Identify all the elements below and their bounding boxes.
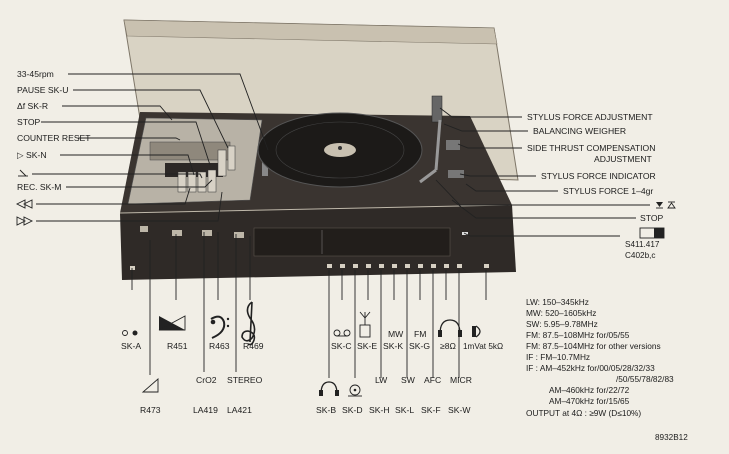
eject-lever-icon (18, 169, 28, 177)
label-skg: SK-G (409, 341, 430, 351)
arm-lift-icon (656, 201, 676, 209)
tone-arm-weight (431, 95, 443, 123)
spec-if-am-2: /50/55/78/82/83 (616, 374, 674, 384)
label-micr: MICR (450, 375, 472, 385)
cassette-icon (333, 329, 351, 337)
spec-output: OUTPUT at 4Ω : ≥9W (D≤10%) (526, 408, 641, 418)
label-r469: R469 (243, 341, 264, 351)
label-skc: SK-C (331, 341, 352, 351)
label-skl: SK-L (395, 405, 414, 415)
cassette-deck-plate (127, 117, 263, 205)
spec-fm1: FM: 87.5–108MHz for/05/55 (526, 330, 630, 340)
label-skh: SK-H (369, 405, 390, 415)
specifications-block: LW: 150–345kHz MW: 520–1605kHz SW: 5.95–… (526, 297, 674, 418)
label-skd: SK-D (342, 405, 363, 415)
label-la421: LA421 (227, 405, 252, 415)
callout-stylus-force-indicator: STYLUS FORCE INDICATOR (541, 171, 656, 181)
callout-s411: S411.417 (625, 240, 660, 249)
callout-record: REC. SK-M (17, 182, 61, 192)
volume-wedge-icon (141, 378, 159, 393)
label-r473: R473 (140, 405, 161, 415)
bass-clef-icon (210, 315, 230, 339)
callout-delta-f: Δf SK-R (17, 101, 48, 111)
callout-stop-right: STOP (640, 213, 664, 223)
cartridge-icon (639, 227, 665, 239)
callout-side-thrust: SIDE THRUST COMPENSATION (527, 143, 655, 153)
spec-am470: AM–470kHz for/15/65 (549, 396, 630, 406)
right-callouts: STYLUS FORCE ADJUSTMENT BALANCING WEIGHE… (435, 107, 676, 260)
label-ske: SK-E (357, 341, 377, 351)
headphones-icon (438, 319, 462, 337)
label-skb: SK-B (316, 405, 336, 415)
callout-counter-reset: COUNTER RESET (17, 133, 91, 143)
spec-if-fm: IF : FM–10.7MHz (526, 352, 590, 362)
callout-pause: PAUSE SK-U (17, 85, 68, 95)
treble-clef-icon (241, 301, 256, 346)
label-sw: SW (401, 375, 416, 385)
rewind-icon (15, 199, 33, 209)
input-socket-icon (472, 325, 481, 338)
label-r463: R463 (209, 341, 230, 351)
spec-lw: LW: 150–345kHz (526, 297, 589, 307)
spec-sw: SW: 5.95–9.78MHz (526, 319, 598, 329)
callout-side-thrust-2: ADJUSTMENT (594, 154, 653, 164)
label-8ohm: ≥8Ω (440, 341, 456, 351)
spec-am460: AM–460kHz for/22/72 (549, 385, 630, 395)
callout-stylus-force: STYLUS FORCE 1–4gr (563, 186, 653, 196)
callout-stop: STOP (17, 117, 41, 127)
label-lw: LW (375, 375, 388, 385)
label-afc: AFC (424, 375, 441, 385)
label-1mv: 1mVat 5kΩ (463, 342, 503, 351)
callout-balancing-weigher: BALANCING WEIGHER (533, 126, 626, 136)
bottom-middle-group: SK-C SK-E MW SK-K FM SK-G ≥8Ω 1mVat 5kΩ … (316, 270, 503, 415)
label-la419: LA419 (193, 405, 218, 415)
label-skf: SK-F (421, 405, 441, 415)
label-mw: MW (388, 329, 404, 339)
label-skk: SK-K (383, 341, 403, 351)
front-pushbuttons (130, 264, 489, 270)
music-centre-illustration (119, 19, 519, 280)
label-skw: SK-W (448, 405, 471, 415)
spec-mw: MW: 520–1605kHz (526, 308, 596, 318)
left-callouts: 33-45rpm PAUSE SK-U Δf SK-R STOP COUNTER… (15, 69, 269, 226)
figure-id: 8932B12 (655, 433, 688, 442)
spec-fm2: FM: 87.5–104MHz for other versions (526, 341, 661, 351)
label-cro2: CrO2 (196, 375, 217, 385)
fast-forward-icon (16, 216, 34, 226)
bottom-left-group: SK-A R473 R451 CrO2 LA419 R463 STEREO LA… (121, 232, 264, 415)
callout-stylus-force-adjustment: STYLUS FORCE ADJUSTMENT (527, 112, 653, 122)
tuning-scale (253, 227, 451, 257)
antenna-icon (359, 311, 371, 338)
standby-icon (122, 330, 138, 336)
label-r451: R451 (167, 341, 188, 351)
callout-33-45rpm: 33-45rpm (17, 69, 54, 79)
label-stereo: STEREO (227, 375, 263, 385)
headphone-left-icon (319, 381, 339, 396)
label-ska: SK-A (121, 341, 141, 351)
callout-c402: C402b,c (625, 251, 656, 260)
cassette-keys (177, 145, 236, 193)
callout-play: ▷ SK-N (17, 150, 47, 160)
label-fm: FM (414, 329, 426, 339)
record-disc-icon (348, 384, 362, 397)
spec-if-am: IF : AM–452kHz for/00/05/28/32/33 (526, 363, 655, 373)
